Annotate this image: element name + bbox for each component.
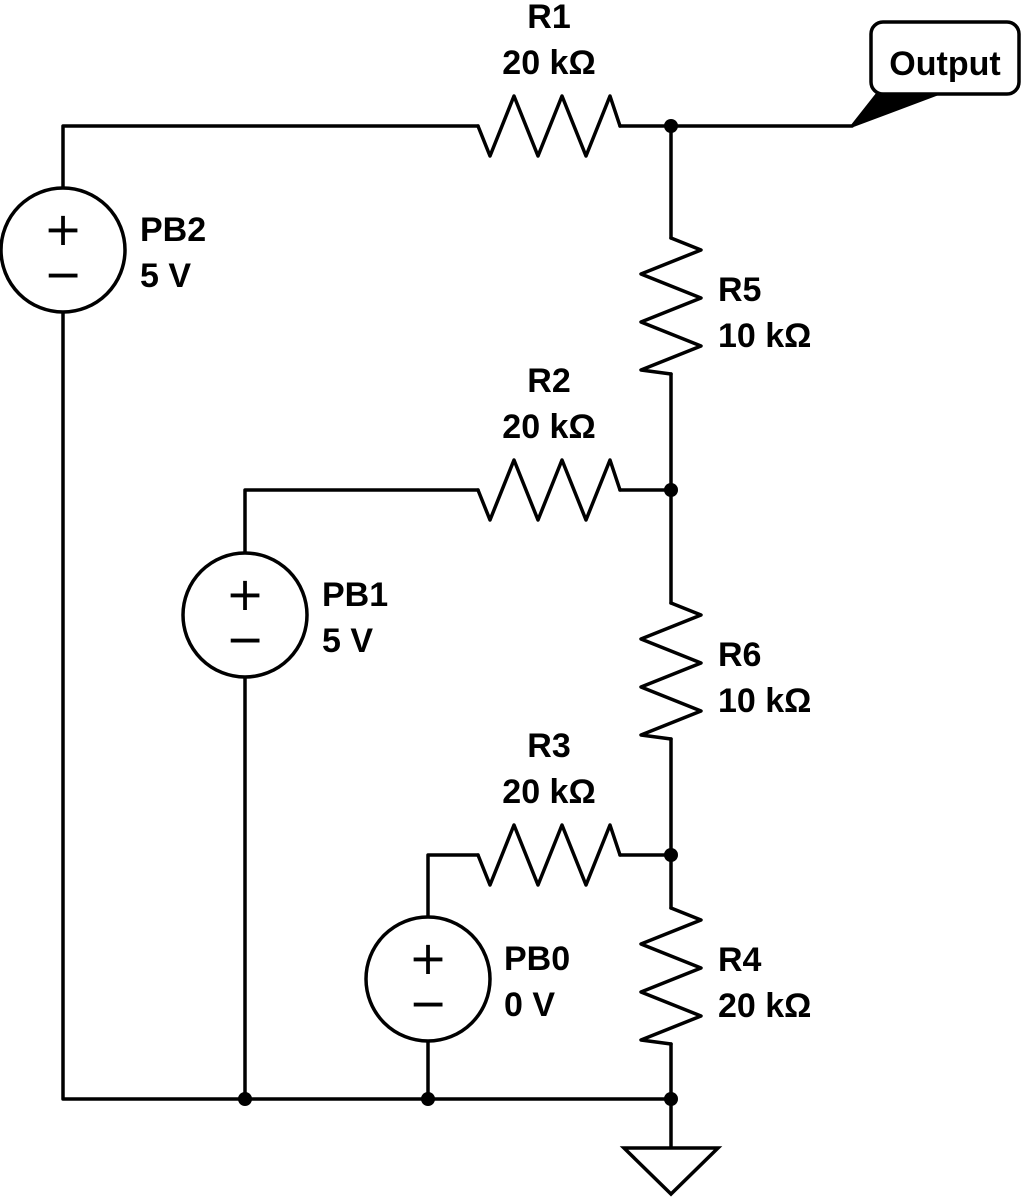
wires bbox=[61, 124, 854, 1150]
voltage-source-icon bbox=[0, 186, 127, 314]
resistor-icon bbox=[476, 94, 622, 158]
wire-pb2-top bbox=[61, 124, 480, 190]
r1-value: 20 kΩ bbox=[502, 44, 595, 82]
output-box bbox=[869, 20, 1021, 96]
resistor-r3: R3 20 kΩ bbox=[476, 727, 622, 887]
pb2-ref: PB2 bbox=[140, 211, 206, 249]
resistor-r5: R5 10 kΩ bbox=[639, 236, 811, 376]
resistor-icon bbox=[476, 458, 622, 522]
wire-pb2-bottom bbox=[61, 310, 673, 1101]
plus-sign: + bbox=[44, 202, 83, 256]
voltage-source-icon bbox=[364, 915, 492, 1043]
voltage-source-pb0: + − PB0 0 V bbox=[364, 915, 570, 1043]
r5-ref: R5 bbox=[718, 271, 761, 309]
pb1-ref: PB1 bbox=[322, 576, 388, 614]
resistor-r2: R2 20 kΩ bbox=[476, 362, 622, 522]
junction-dot bbox=[421, 1092, 435, 1106]
resistor-icon bbox=[476, 823, 622, 887]
resistor-icon bbox=[639, 601, 703, 741]
voltage-source-icon bbox=[181, 551, 309, 679]
junction-dot bbox=[664, 848, 678, 862]
resistor-icon bbox=[639, 906, 703, 1046]
pb2-value: 5 V bbox=[140, 257, 191, 295]
junction-dot bbox=[664, 1092, 678, 1106]
resistor-icon bbox=[639, 236, 703, 376]
resistor-r1: R1 20 kΩ bbox=[476, 0, 622, 158]
r4-ref: R4 bbox=[718, 941, 762, 979]
r3-value: 20 kΩ bbox=[502, 773, 595, 811]
pb0-value: 0 V bbox=[504, 986, 555, 1024]
junction-dot bbox=[238, 1092, 252, 1106]
output-pointer bbox=[850, 91, 942, 128]
r6-value: 10 kΩ bbox=[718, 682, 811, 720]
r1-ref: R1 bbox=[527, 0, 570, 36]
resistor-r6: R6 10 kΩ bbox=[639, 601, 811, 741]
pb0-ref: PB0 bbox=[504, 940, 570, 978]
plus-sign: + bbox=[409, 931, 448, 985]
r3-ref: R3 bbox=[527, 727, 570, 765]
r5-value: 10 kΩ bbox=[718, 317, 811, 355]
output-tag: Output bbox=[850, 20, 1021, 128]
ground-icon bbox=[619, 1146, 723, 1197]
plus-sign: + bbox=[226, 567, 265, 621]
junction-dot bbox=[664, 119, 678, 133]
junction-dot bbox=[664, 483, 678, 497]
voltage-source-pb2: + − PB2 5 V bbox=[0, 186, 206, 314]
r2-ref: R2 bbox=[527, 362, 570, 400]
minus-sign: − bbox=[409, 976, 448, 1030]
pb1-value: 5 V bbox=[322, 622, 373, 660]
r2-value: 20 kΩ bbox=[502, 408, 595, 446]
minus-sign: − bbox=[44, 247, 83, 301]
voltage-source-pb1: + − PB1 5 V bbox=[181, 551, 388, 679]
minus-sign: − bbox=[226, 612, 265, 666]
output-label: Output bbox=[889, 45, 1000, 83]
resistor-r4: R4 20 kΩ bbox=[639, 906, 811, 1046]
r4-value: 20 kΩ bbox=[718, 987, 811, 1025]
junction-dots bbox=[238, 119, 678, 1106]
wire-pb0-top bbox=[426, 853, 480, 919]
wire-pb1-top bbox=[243, 488, 480, 555]
r6-ref: R6 bbox=[718, 636, 761, 674]
